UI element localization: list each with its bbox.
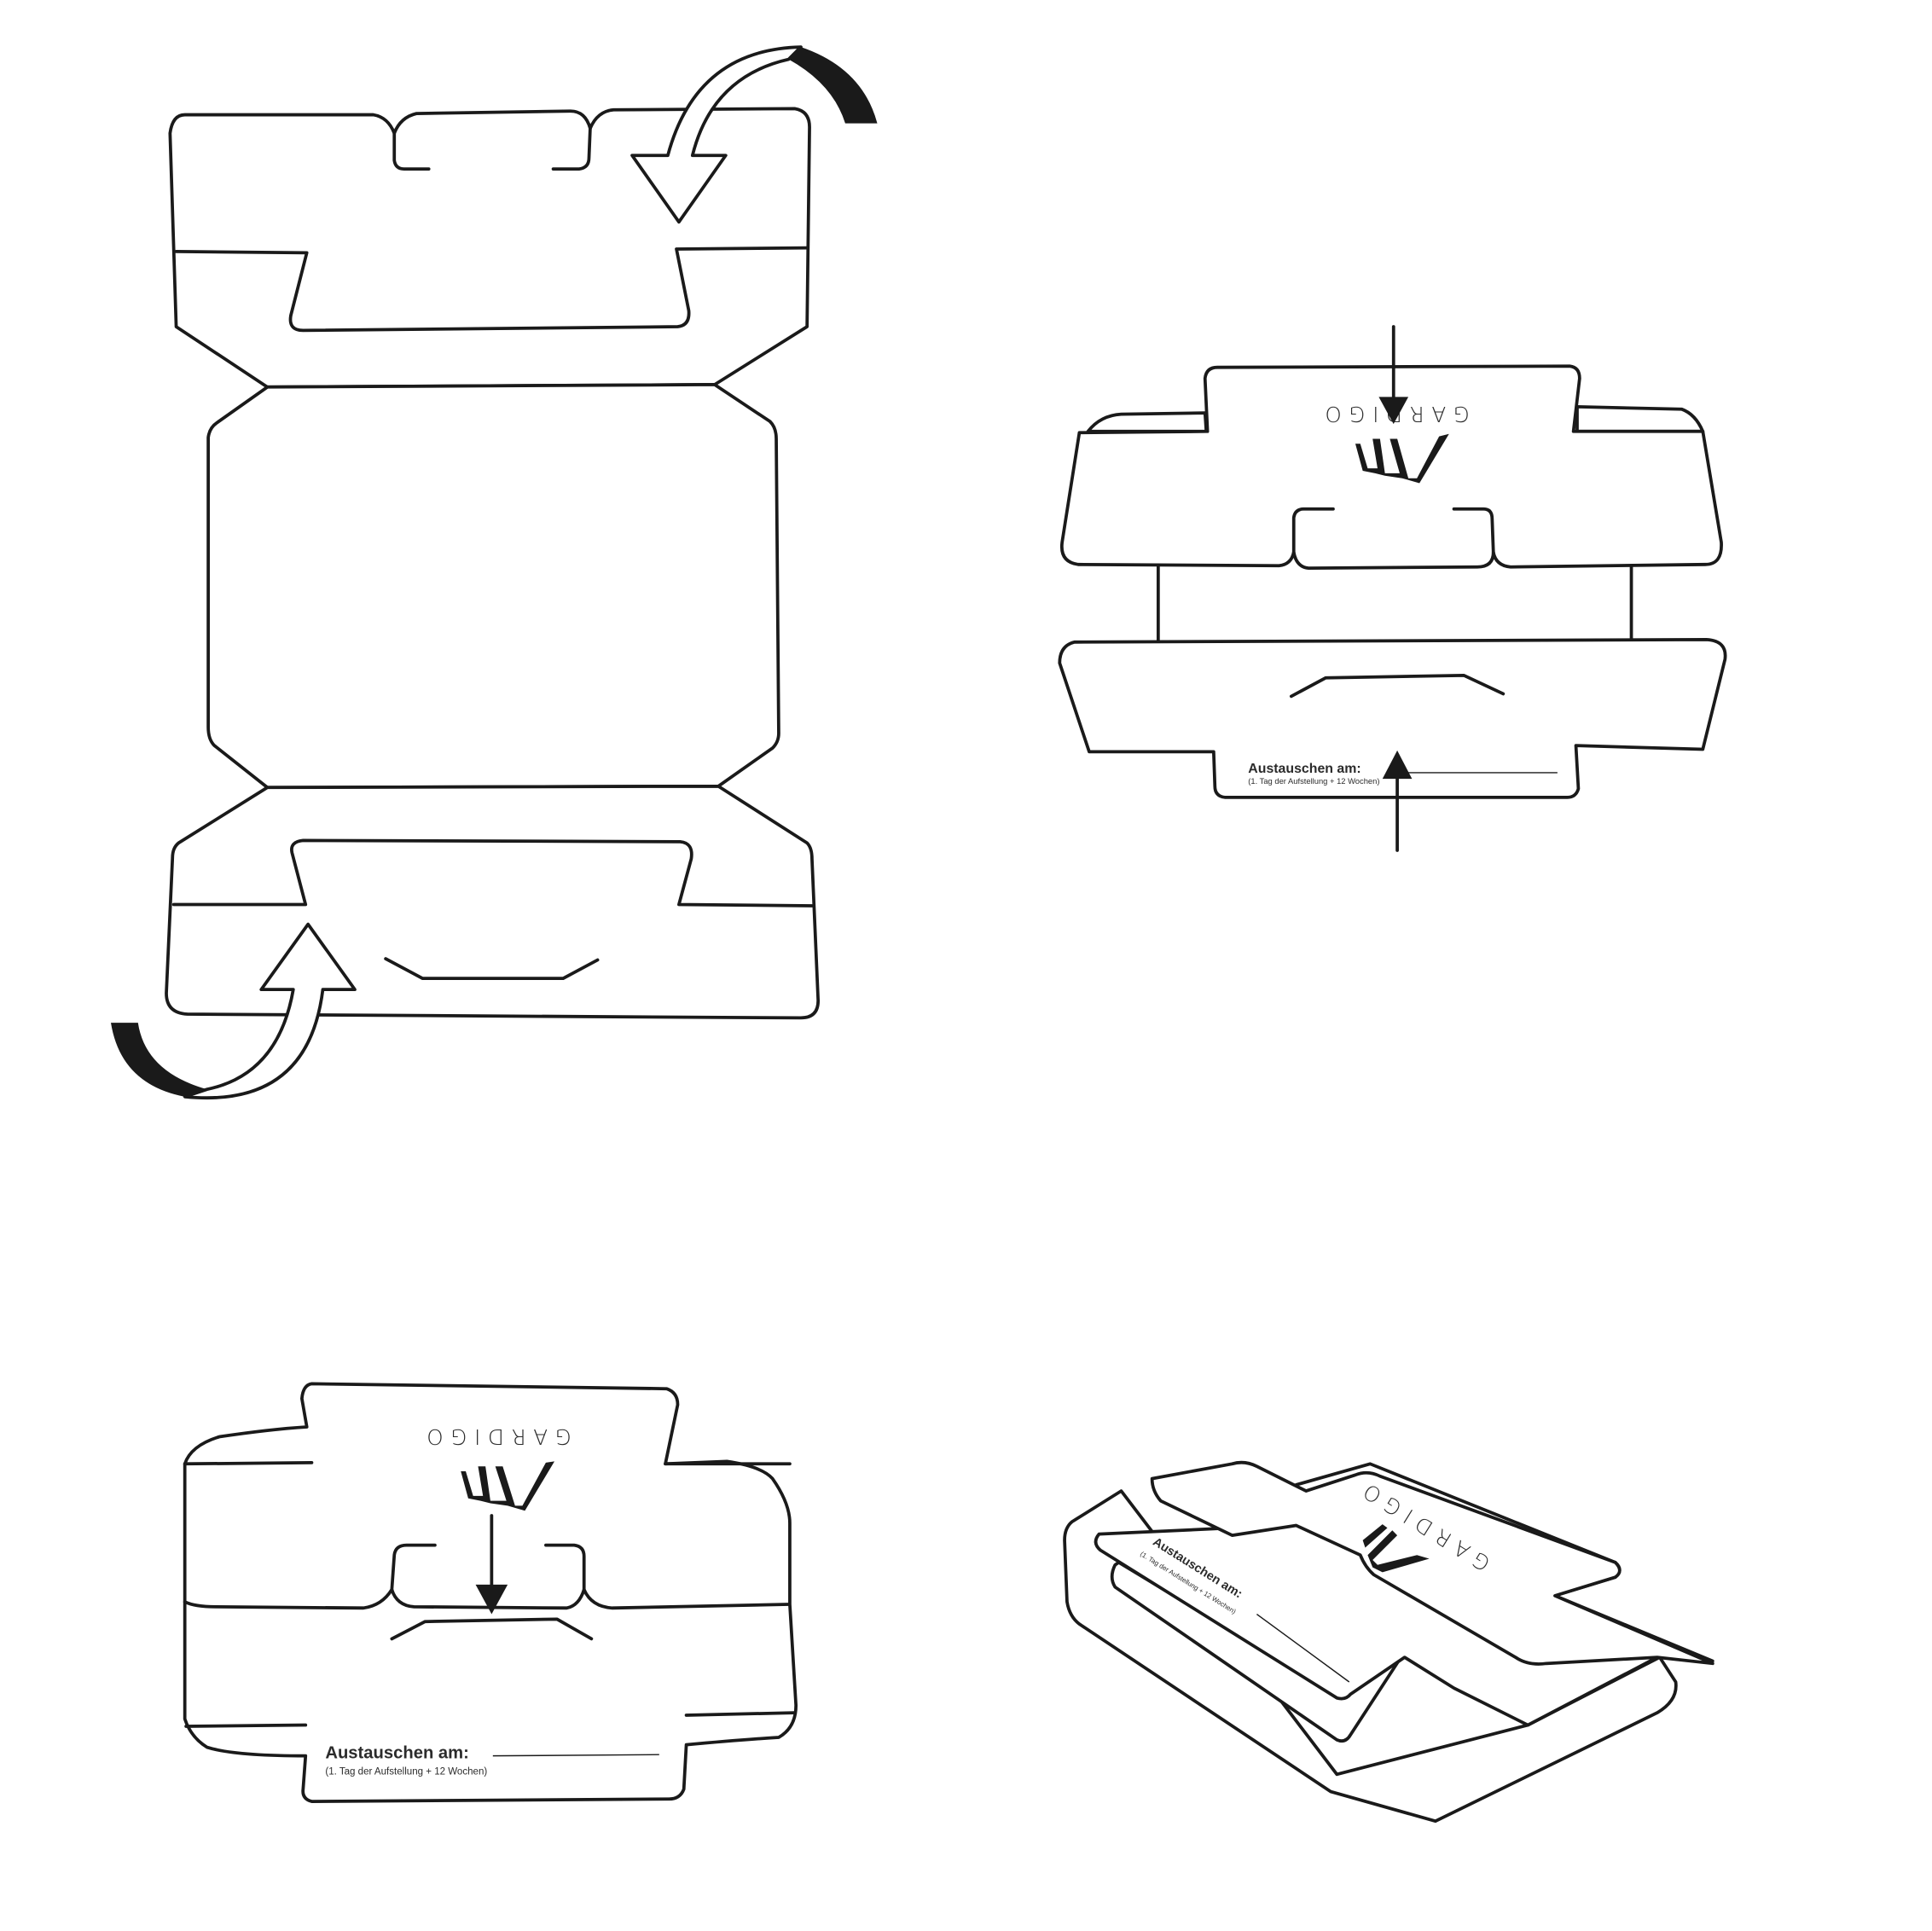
step3-brand-logo: GARDIGO (420, 1424, 571, 1449)
step3-fold-lines (183, 1460, 797, 1728)
step-1-flat-net (111, 45, 878, 1099)
step2-back-flap-right (1575, 405, 1705, 433)
step-2-folded-flaps: Austauschen am: (1. Tag der Aufstellung … (1058, 325, 1727, 852)
step4-lid (1150, 1460, 1714, 1666)
step2-wave-logo-icon (1355, 433, 1449, 484)
step2-lower-flap (1058, 638, 1727, 799)
step3-wave-logo-icon (461, 1461, 555, 1511)
step3-notch (390, 1617, 594, 1641)
step4-inner-flap (1110, 1560, 1403, 1743)
fold-arrow-bottom-icon (183, 922, 357, 1099)
bottom-fold-line (171, 838, 814, 908)
step3-slot (390, 1543, 586, 1592)
center-panel (206, 383, 780, 790)
step2-lower-notch (1289, 673, 1506, 699)
top-flap-slot (392, 126, 592, 171)
step2-upper-slot (1291, 507, 1495, 554)
step2-replace-note: (1. Tag der Aufstellung + 12 Wochen) (1248, 777, 1379, 786)
bottom-flap-notch (384, 957, 600, 981)
fold-arrow-band-top (788, 47, 878, 124)
step3-date-line (492, 1754, 659, 1757)
step3-replace-title: Austauschen am: (325, 1744, 469, 1763)
step4-base (1063, 1489, 1678, 1824)
step-4-assembled-box: Austauschen am: (1. Tag der Aufstellung … (1063, 1460, 1714, 1824)
step3-replace-note: (1. Tag der Aufstellung + 12 Wochen) (325, 1766, 487, 1777)
step2-arrow-up-icon (1382, 750, 1413, 780)
fold-arrow-top-icon (630, 45, 803, 224)
step2-upper-flap (1059, 364, 1723, 571)
step2-replace-title: Austauschen am: (1248, 762, 1361, 776)
step3-arrow-down-icon (475, 1584, 508, 1615)
step2-side-lines (1156, 565, 1633, 643)
step4-wave-logo-icon (1362, 1524, 1430, 1573)
step2-back-flap-left (1086, 411, 1209, 433)
top-fold-line (174, 246, 809, 333)
step4-date-line (1256, 1613, 1350, 1683)
step2-arrow-down-icon (1378, 397, 1409, 425)
fold-arrow-band-bottom (111, 1023, 207, 1097)
step-3-insert-tab: Austauschen am: (1. Tag der Aufstellung … (183, 1382, 798, 1803)
